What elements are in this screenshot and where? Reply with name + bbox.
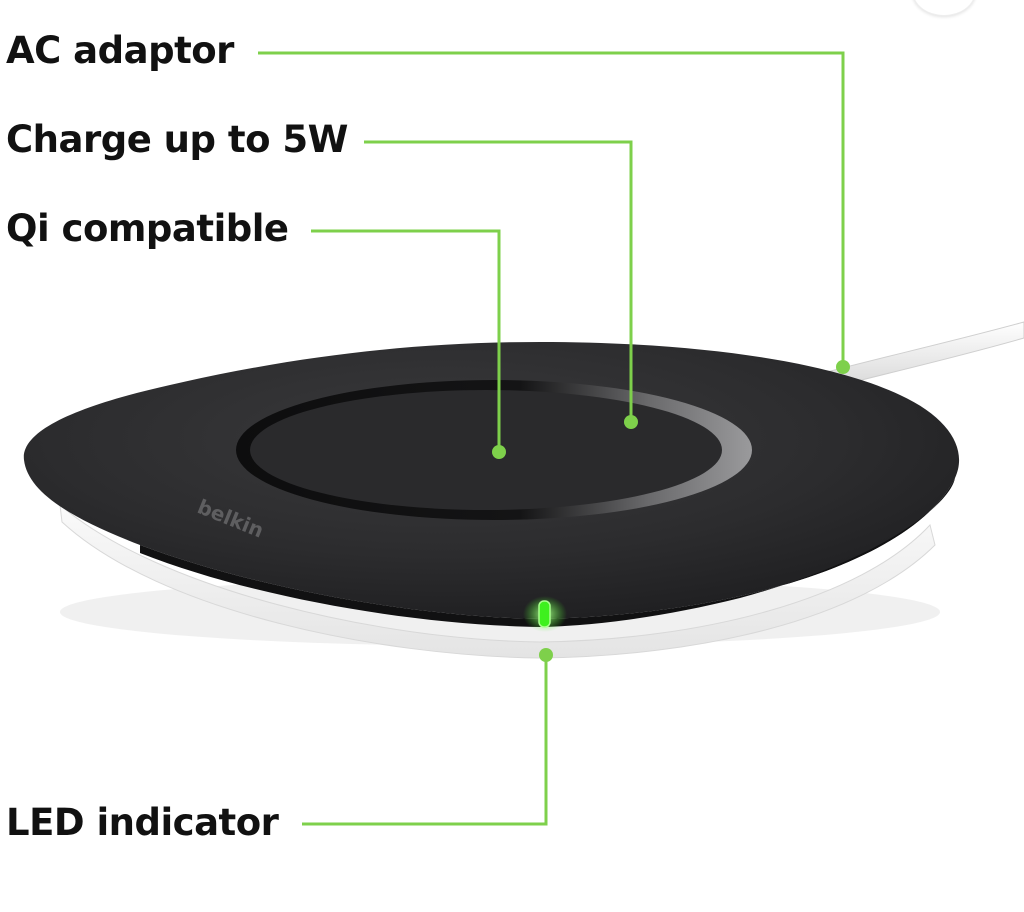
callout-label-led: LED indicator xyxy=(6,801,279,844)
callout-label-ac-adaptor: AC adaptor xyxy=(6,29,234,72)
callout-line-ac-adaptor xyxy=(258,51,845,365)
callout-line-qi xyxy=(311,229,501,451)
callout-dot-ac-adaptor xyxy=(836,360,850,374)
callout-dot-charge xyxy=(624,415,638,429)
callout-label-charge: Charge up to 5W xyxy=(6,118,348,161)
callout-line-led xyxy=(302,656,548,826)
callout-label-qi: Qi compatible xyxy=(6,207,289,250)
callout-dot-led xyxy=(539,648,553,662)
pad-base xyxy=(59,503,936,659)
callout-dot-qi xyxy=(492,445,506,459)
charging-surface xyxy=(250,390,722,510)
led-light xyxy=(538,600,551,628)
callout-line-charge xyxy=(364,140,633,420)
